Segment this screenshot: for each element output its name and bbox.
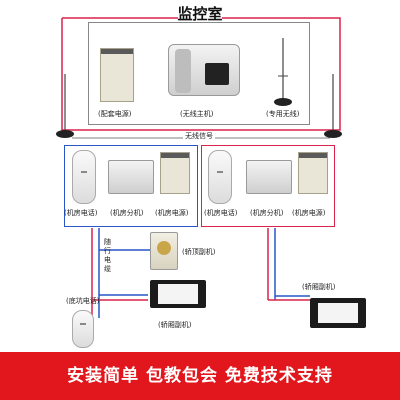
left-psu-label: (机房电源)	[155, 209, 189, 217]
wiring-lines	[61, 17, 341, 318]
right-room-power	[298, 152, 328, 194]
right-ext-label: (机房分机)	[250, 209, 284, 217]
monitoring-room-box	[88, 22, 310, 125]
top-psu-label: (配套电源)	[98, 110, 132, 118]
wireless-host-phone	[168, 44, 240, 96]
left-machine-room-box	[64, 145, 198, 227]
dedicated-antenna-icon	[274, 38, 292, 106]
top-power-supply	[100, 48, 134, 102]
right-phone-label: (机房电话)	[204, 209, 238, 217]
antenna-label: (专用无线)	[266, 110, 300, 118]
car-extension-right	[310, 298, 366, 328]
right-antenna-icon	[324, 74, 342, 138]
left-room-phone	[72, 150, 96, 204]
right-room-phone	[208, 150, 232, 204]
promo-banner: 安装简单 包教包会 免费技术支持	[0, 352, 400, 400]
car-top-extension	[150, 232, 178, 270]
left-room-power	[160, 152, 190, 194]
pit-phone-label: (底坑电话)	[66, 297, 100, 305]
host-label: (无线主机)	[180, 110, 214, 118]
car-ext-left-label: (轿厢副机)	[158, 321, 192, 329]
left-room-extension	[108, 160, 154, 194]
signal-label: 无线信号	[183, 131, 215, 141]
right-machine-room-box	[201, 145, 335, 227]
left-phone-label: (机房电话)	[64, 209, 98, 217]
red-line-top	[61, 17, 341, 131]
right-room-extension	[246, 160, 292, 194]
diagram-title: 监控室	[177, 5, 223, 23]
car-extension-left	[150, 280, 206, 308]
car-ext-right-label: (轿厢副机)	[302, 283, 336, 291]
car-top-label: (轿顶副机)	[182, 248, 216, 256]
left-antenna-icon	[56, 74, 74, 138]
right-psu-label: (机房电源)	[292, 209, 326, 217]
left-ext-label: (机房分机)	[110, 209, 144, 217]
pit-phone	[72, 310, 94, 348]
cable-label: 随行电缆	[104, 238, 111, 273]
